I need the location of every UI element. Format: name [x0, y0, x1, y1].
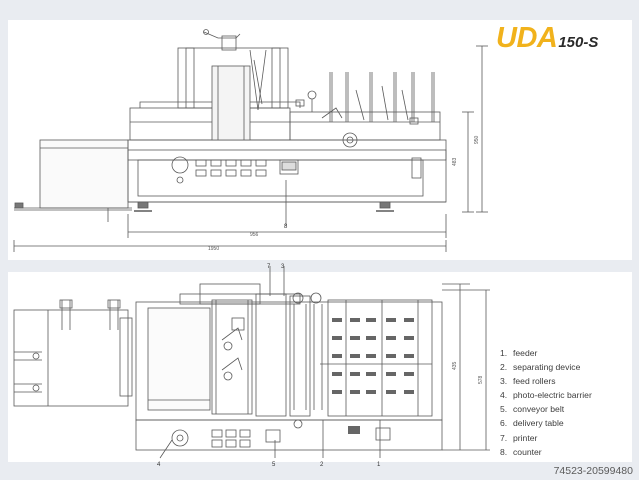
- parts-legend: 1. feeder 2. separating device 3. feed roll…: [500, 346, 592, 459]
- legend-number: 6.: [500, 418, 508, 429]
- legend-label: delivery table: [513, 418, 564, 429]
- legend-number: 5.: [500, 404, 508, 415]
- dim-front-height: 483: [452, 157, 458, 166]
- legend-item: 2. separating device: [500, 360, 592, 374]
- callout-1: 1: [377, 462, 381, 468]
- legend-label: separating device: [513, 362, 581, 373]
- callout-3: 3: [281, 264, 285, 270]
- dim-total-width: 1950: [208, 246, 219, 252]
- dim-base-width: 956: [250, 232, 259, 238]
- callout-5: 5: [272, 462, 276, 468]
- legend-item: 7. printer: [500, 431, 592, 445]
- legend-label: conveyor belt: [513, 404, 565, 415]
- listing-id-watermark: 74523-20599480: [553, 465, 633, 477]
- legend-label: printer: [513, 432, 538, 443]
- legend-item: 4. photo-electric barrier: [500, 388, 592, 402]
- front-view-drawing: [13, 29, 488, 252]
- dim-height: 950: [474, 135, 480, 144]
- legend-number: 8.: [500, 446, 508, 457]
- top-view-panel: [8, 272, 632, 462]
- legend-label: feed rollers: [513, 376, 556, 387]
- callout-4: 4: [157, 462, 161, 468]
- legend-number: 1.: [500, 348, 508, 358]
- callout-2: 2: [320, 462, 324, 468]
- legend-number: 7.: [500, 432, 508, 443]
- legend-number: 2.: [500, 362, 508, 373]
- legend-label: counter: [513, 446, 542, 457]
- callout-8: 8: [284, 224, 288, 230]
- brand-model: 150-S: [558, 34, 599, 51]
- legend-item: 8. counter: [500, 445, 592, 459]
- brand-name: UDA: [496, 22, 558, 54]
- top-view-drawing: [13, 266, 490, 459]
- dim-depth-inner: 435: [452, 361, 458, 370]
- legend-label: photo-electric barrier: [513, 390, 592, 401]
- legend-label: feeder: [513, 348, 538, 358]
- legend-number: 4.: [500, 390, 508, 401]
- callout-7: 7: [267, 264, 271, 270]
- brand-logo: UDA 150-S: [496, 22, 598, 55]
- dim-depth-outer: 578: [478, 375, 484, 384]
- legend-item: 6. delivery table: [500, 416, 592, 430]
- legend-number: 3.: [500, 376, 508, 387]
- legend-item: 1. feeder: [500, 346, 592, 360]
- legend-item: 5. conveyor belt: [500, 402, 592, 416]
- legend-item: 3. feed rollers: [500, 374, 592, 388]
